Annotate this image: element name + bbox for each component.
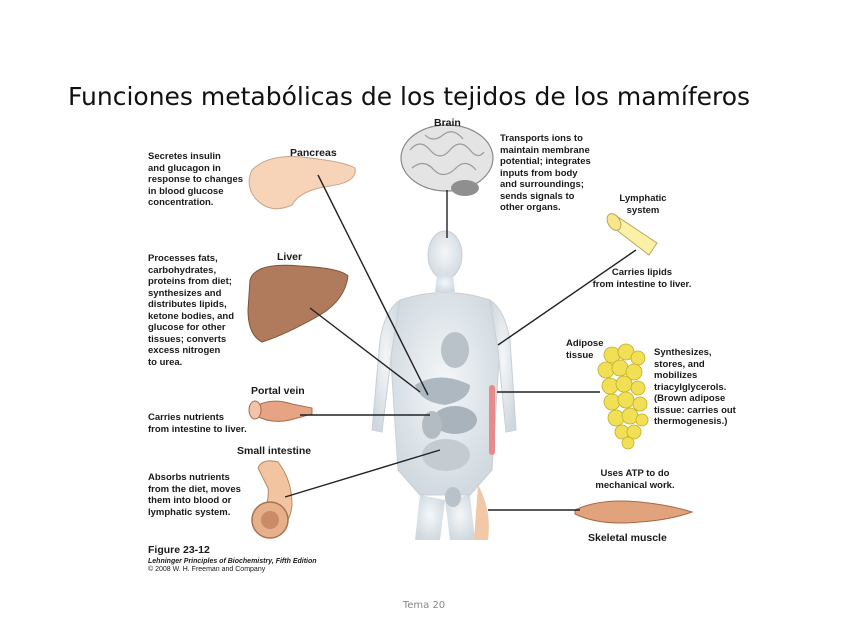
- lymphatic-description: Carries lipids from intestine to liver.: [582, 267, 702, 290]
- adipose-label: Adipose tissue: [566, 338, 603, 361]
- pancreas-label: Pancreas: [290, 147, 337, 159]
- portal-vein-illustration: [249, 401, 312, 421]
- figure-source: Lehninger Principles of Biochemistry, Fi…: [148, 558, 317, 565]
- brain-label: Brain: [434, 117, 461, 129]
- brain-description: Transports ions to maintain membrane pot…: [500, 133, 591, 214]
- figure-number: Figure 23-12: [148, 544, 317, 556]
- pancreas-description: Secretes insulin and glucagon in respons…: [148, 151, 243, 209]
- adipose-illustration: [598, 344, 648, 449]
- liver-label: Liver: [277, 251, 302, 263]
- liver-illustration: [248, 265, 348, 342]
- brain-illustration: [401, 125, 493, 196]
- adipose-description: Synthesizes, stores, and mobilizes triac…: [654, 347, 736, 428]
- lymphatic-illustration: [604, 211, 657, 255]
- skeletal-muscle-illustration: [575, 501, 692, 523]
- pancreas-illustration: [249, 157, 355, 209]
- liver-description: Processes fats, carbohydrates, proteins …: [148, 253, 234, 368]
- thigh-muscle: [474, 485, 489, 540]
- skeletal-muscle-label: Skeletal muscle: [588, 532, 667, 544]
- lymphatic-label: Lymphatic system: [608, 193, 678, 216]
- small-intestine-illustration: [252, 461, 292, 538]
- small-intestine-label: Small intestine: [237, 445, 311, 457]
- skeletal-muscle-description: Uses ATP to do mechanical work.: [580, 468, 690, 491]
- portal-vein-label: Portal vein: [251, 385, 305, 397]
- slide-footer: Tema 20: [0, 600, 848, 611]
- small-intestine-description: Absorbs nutrients from the diet, moves t…: [148, 472, 241, 518]
- figure-copyright: © 2008 W. H. Freeman and Company: [148, 566, 317, 573]
- portal-vein-description: Carries nutrients from intestine to live…: [148, 412, 247, 435]
- figure-caption: Figure 23-12 Lehninger Principles of Bio…: [148, 544, 317, 573]
